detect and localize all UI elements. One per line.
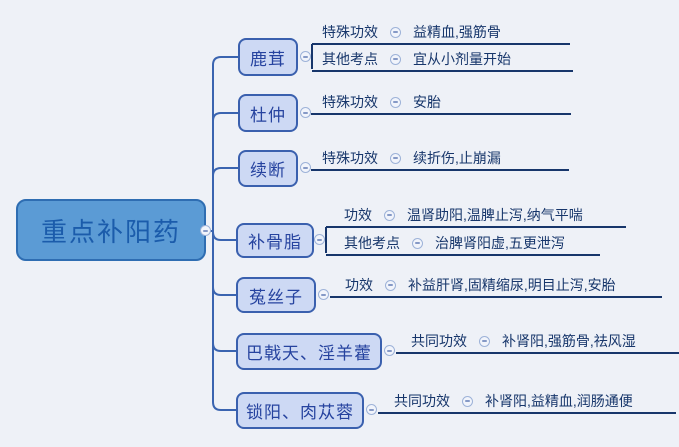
- subtopic-row: 其他考点 治脾肾阳虚,五更泄泻: [326, 232, 600, 256]
- subtopic-label[interactable]: 功效: [345, 277, 373, 293]
- minus-icon: [482, 340, 487, 342]
- subtopic-value[interactable]: 续折伤,止崩漏: [413, 150, 501, 166]
- branch-topic-tusizi[interactable]: 菟丝子: [236, 277, 316, 313]
- root-topic[interactable]: 重点补阳药: [16, 199, 206, 261]
- minus-icon: [303, 166, 308, 169]
- subtopic-value[interactable]: 补肾阳,强筋骨,祛风湿: [502, 333, 636, 349]
- branch-topic-buguzhi[interactable]: 补骨脂: [236, 223, 314, 258]
- subtopic-collapse-button[interactable]: [479, 335, 490, 347]
- root-collapse-button[interactable]: [200, 225, 211, 236]
- minus-icon: [393, 101, 398, 103]
- branch-collapse-button[interactable]: [318, 289, 329, 300]
- subtopic-collapse-button[interactable]: [385, 279, 396, 291]
- minus-icon: [303, 111, 308, 114]
- branch-topic-bajitian-yinyanghuo[interactable]: 巴戟天、淫羊藿: [236, 333, 382, 370]
- branch-topic-duzhong[interactable]: 杜仲: [238, 94, 298, 132]
- subtopic-collapse-button[interactable]: [384, 209, 395, 221]
- minus-icon: [369, 408, 374, 411]
- minus-icon: [393, 157, 398, 159]
- subtopic-value[interactable]: 安胎: [413, 94, 441, 110]
- subtopic-label[interactable]: 其他考点: [344, 235, 400, 251]
- subtopic-row: 功效 补益肝肾,固精缩尿,明目止泻,安胎: [330, 274, 662, 298]
- branch-collapse-button[interactable]: [314, 234, 325, 245]
- subtopic-row: 共同功效 补肾阳,益精血,润肠通便: [378, 390, 676, 414]
- subtopic-label[interactable]: 特殊功效: [322, 150, 378, 166]
- minus-icon: [387, 214, 392, 216]
- subtopic-label[interactable]: 共同功效: [394, 393, 450, 409]
- minus-icon: [393, 58, 398, 60]
- subtopic-collapse-button[interactable]: [390, 53, 401, 65]
- branch-topic-suoyang-roucongrong[interactable]: 锁阳、肉苁蓉: [236, 392, 364, 429]
- minus-icon: [465, 400, 470, 402]
- subtopic-row: 特殊功效 安胎: [311, 91, 571, 115]
- branch-collapse-button[interactable]: [384, 345, 395, 356]
- subtopic-label[interactable]: 功效: [344, 207, 372, 223]
- branch-topic-lurong[interactable]: 鹿茸: [238, 38, 298, 76]
- subtopic-row: 特殊功效 续折伤,止崩漏: [311, 147, 569, 171]
- subtopic-value[interactable]: 补肾阳,益精血,润肠通便: [485, 393, 633, 409]
- subtopic-row: 特殊功效 益精血,强筋骨: [312, 21, 570, 45]
- subtopic-value[interactable]: 宜从小剂量开始: [413, 51, 511, 67]
- minus-icon: [415, 242, 420, 244]
- subtopic-label[interactable]: 特殊功效: [322, 24, 378, 40]
- minus-icon: [393, 31, 398, 33]
- subtopic-value[interactable]: 治脾肾阳虚,五更泄泻: [435, 235, 565, 251]
- subtopic-value[interactable]: 益精血,强筋骨: [413, 24, 501, 40]
- subtopic-collapse-button[interactable]: [412, 237, 423, 249]
- minus-icon: [203, 229, 208, 232]
- subtopic-collapse-button[interactable]: [390, 26, 401, 38]
- subtopic-label[interactable]: 共同功效: [411, 333, 467, 349]
- branch-collapse-button[interactable]: [300, 51, 311, 62]
- minus-icon: [303, 55, 308, 58]
- minus-icon: [387, 349, 392, 352]
- minus-icon: [317, 238, 322, 241]
- subtopic-row: 共同功效 补肾阳,强筋骨,祛风湿: [396, 330, 679, 354]
- subtopic-value[interactable]: 温肾助阳,温脾止泻,纳气平喘: [407, 207, 583, 223]
- subtopic-row: 功效 温肾助阳,温脾止泻,纳气平喘: [326, 204, 626, 228]
- subtopic-label[interactable]: 其他考点: [322, 51, 378, 67]
- branch-collapse-button[interactable]: [300, 162, 311, 173]
- branch-collapse-button[interactable]: [366, 404, 377, 415]
- subtopic-collapse-button[interactable]: [390, 96, 401, 108]
- minus-icon: [321, 293, 326, 296]
- branch-collapse-button[interactable]: [300, 107, 311, 118]
- minus-icon: [388, 284, 393, 286]
- subtopic-label[interactable]: 特殊功效: [322, 94, 378, 110]
- branch-topic-xuduan[interactable]: 续断: [238, 150, 298, 187]
- subtopic-row: 其他考点 宜从小剂量开始: [312, 48, 573, 72]
- subtopic-collapse-button[interactable]: [390, 152, 401, 164]
- subtopic-collapse-button[interactable]: [462, 395, 473, 407]
- subtopic-value[interactable]: 补益肝肾,固精缩尿,明目止泻,安胎: [408, 277, 616, 293]
